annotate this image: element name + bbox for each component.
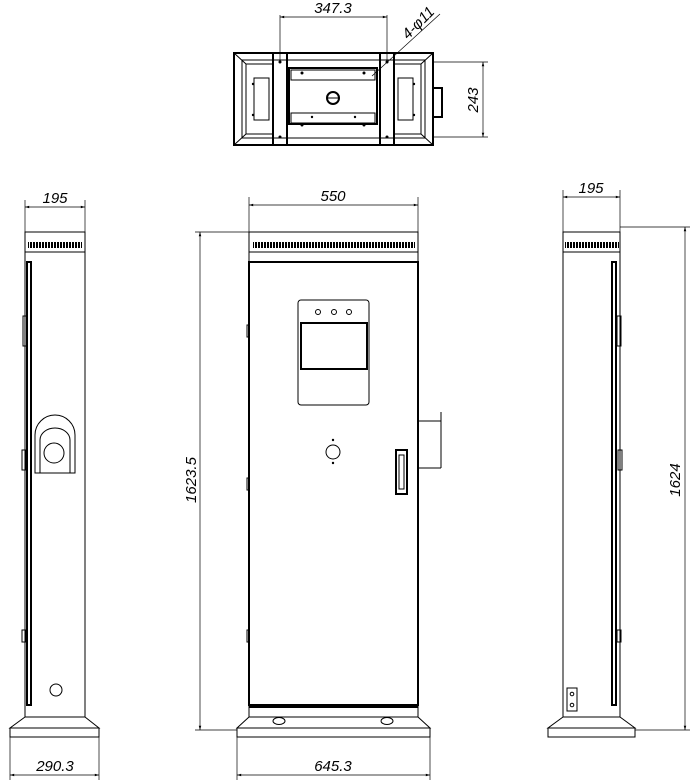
left-side-view: 195 290.3	[8, 190, 101, 780]
top-width-dimension: 347.3	[314, 0, 352, 17]
left-base-dimension: 290.3	[35, 758, 74, 775]
right-side-view: 195 1624	[546, 180, 690, 738]
front-height-dimension: 1623.5	[183, 456, 200, 503]
front-view: 550 645.3 1623.5	[183, 188, 442, 780]
hole-note: 4-φ11	[399, 3, 438, 42]
front-width-dimension: 550	[320, 188, 346, 205]
left-width-dimension: 195	[42, 190, 68, 207]
front-base-dimension: 645.3	[314, 758, 352, 775]
top-view: 347.3 4-φ11 243	[233, 0, 488, 146]
right-height-dimension: 1624	[667, 463, 684, 496]
top-depth-dimension: 243	[465, 87, 482, 114]
right-width-dimension: 195	[578, 180, 604, 197]
